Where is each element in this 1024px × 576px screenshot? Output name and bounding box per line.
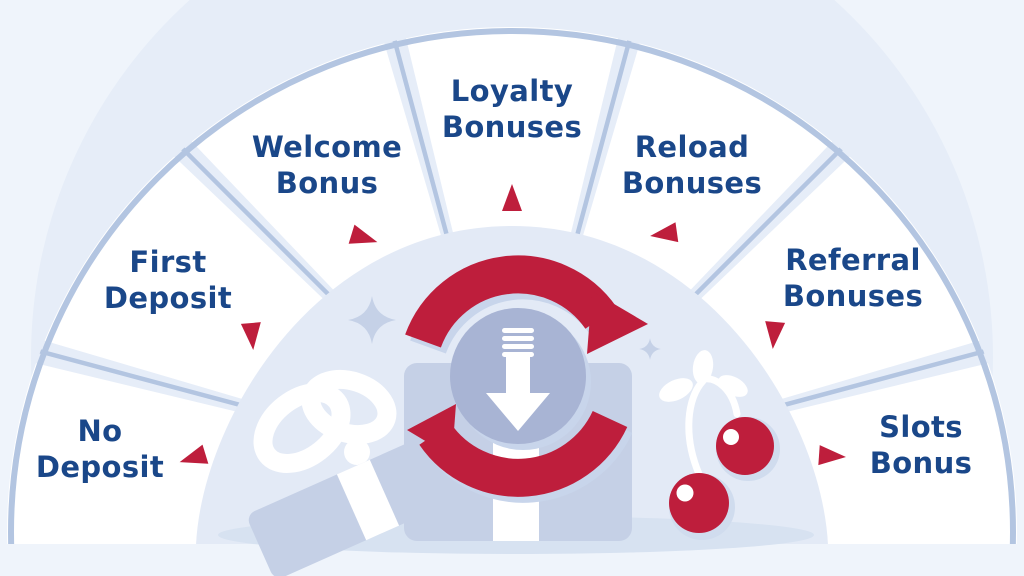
pointer-triangle-icon [650,222,679,243]
download-arrow-icon [486,328,550,431]
refresh-arrowhead-top [587,291,648,354]
pointer-triangle-icon [502,184,522,211]
bow-knot [344,439,370,465]
segment-wedge-welcome-bonus [91,27,470,369]
pointer-triangle-icon [240,322,261,350]
cherries-icon [659,350,780,540]
sparkle-icon [348,296,396,344]
ribbon-bow-icon [253,369,397,473]
refresh-arrowhead-bottom [407,404,456,457]
refresh-arrows-icon [405,255,648,497]
segment-wedge-reload-bonuses [554,27,933,369]
segment-wedge-loyalty-bonuses [369,27,655,332]
pointer-triangle-icon [765,321,786,349]
sparkle-icon [639,338,661,360]
pointer-triangle-icon [348,224,378,244]
fan-outer-arc [8,28,1016,576]
pointer-triangles [179,184,846,466]
pointer-triangle-icon [179,444,209,464]
sparkles [348,296,661,360]
pointer-triangle-icon [818,445,846,466]
